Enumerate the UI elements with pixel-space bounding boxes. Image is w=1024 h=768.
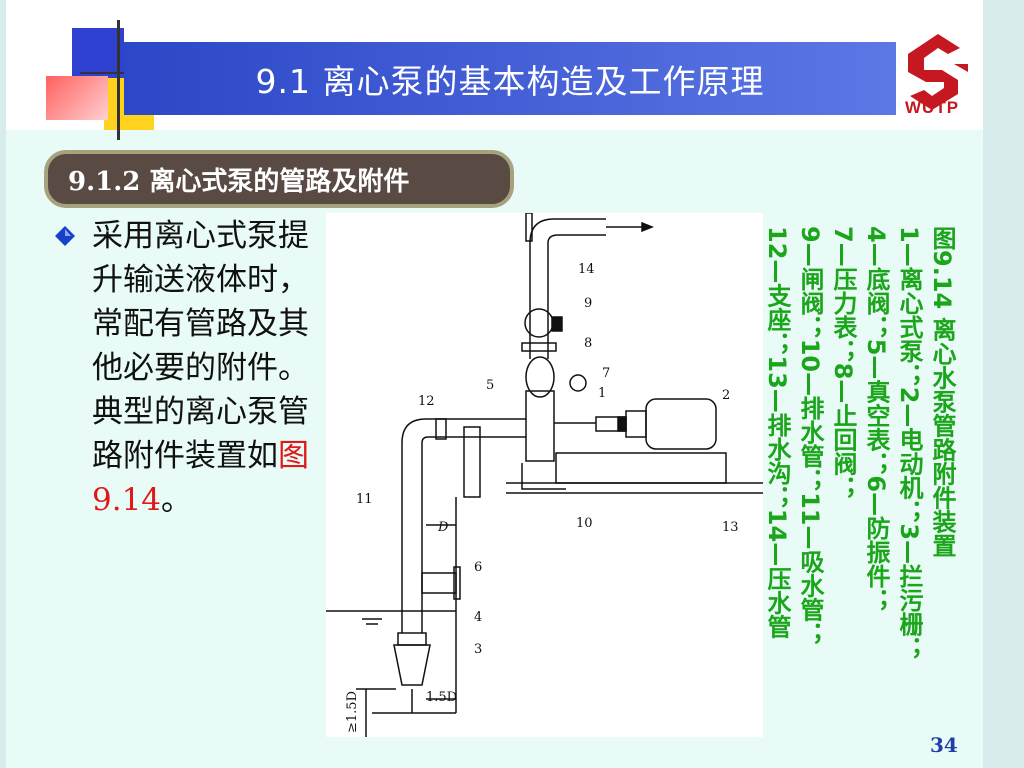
page-title: 9.1 离心泵的基本构造及工作原理	[255, 61, 765, 101]
logo-text: WUTP	[905, 98, 960, 117]
wutp-logo-icon	[908, 34, 968, 110]
diagram-label-15d: 1.5D	[426, 690, 457, 705]
section-heading: 9.1.2 离心式泵的管路及附件	[44, 150, 514, 208]
diagram-label-7: 7	[602, 366, 610, 381]
section-title: 9.1.2 离心式泵的管路及附件	[68, 166, 410, 197]
pump-diagram-drawing: 14 9 8 7 5 1 2 12 11 D 6 4 3 10 13 1.5D …	[326, 212, 763, 737]
pump-diagram: 14 9 8 7 5 1 2 12 11 D 6 4 3 10 13 1.5D …	[326, 212, 763, 737]
figure-reference-link[interactable]: 图9.14	[92, 438, 309, 518]
diagram-label-d: D	[437, 520, 449, 535]
diagram-label-1: 1	[598, 386, 606, 401]
page-number: 34	[930, 733, 958, 757]
right-margin	[983, 0, 1024, 768]
caption-line-3: 4—底阀；5—真空表；6—防振件；	[862, 226, 890, 613]
figure-caption: 图9.14 离心水泵管路附件装置 1—离心式泵；2—电动机；3—拦污栅； 4—底…	[760, 226, 958, 706]
diagram-label-13: 13	[722, 520, 739, 535]
decor-horizontal-line	[80, 72, 160, 74]
diagram-label-4: 4	[474, 610, 482, 625]
diagram-label-5: 5	[486, 378, 494, 393]
body-text-main: 采用离心式泵提升输送液体时，常配有管路及其他必要的附件。典型的离心泵管路附件装置…	[92, 218, 309, 474]
diagram-label-12: 12	[418, 394, 435, 409]
diagram-label-8: 8	[584, 336, 592, 351]
diamond-bullet-icon	[55, 226, 75, 246]
caption-line-5: 9—闸阀；10—排水管；11—吸水管；	[796, 226, 824, 646]
diagram-label-14: 14	[578, 262, 595, 277]
decor-pink-square	[46, 76, 108, 120]
diagram-label-9: 9	[584, 296, 592, 311]
diagram-label-ge15d: ≥1.5D	[345, 691, 360, 733]
title-bar: 9.1 离心泵的基本构造及工作原理	[124, 42, 896, 115]
caption-line-2: 1—离心式泵；2—电动机；3—拦污栅；	[895, 226, 923, 661]
decor-yellow-square	[72, 28, 124, 80]
body-text-end: 。	[161, 482, 193, 518]
caption-line-1: 图9.14 离心水泵管路附件装置	[928, 226, 956, 558]
caption-line-4: 7—压力表；8—止回阀；	[829, 226, 857, 500]
diagram-label-2: 2	[722, 388, 730, 403]
diagram-label-10: 10	[576, 516, 593, 531]
diagram-label-11: 11	[356, 492, 373, 507]
diagram-label-3: 3	[474, 642, 482, 657]
diagram-label-6: 6	[474, 560, 482, 575]
body-paragraph: 采用离心式泵提升输送液体时，常配有管路及其他必要的附件。典型的离心泵管路附件装置…	[92, 214, 320, 522]
caption-line-6: 12—支座；13—排水沟；14—压水管	[763, 226, 791, 639]
decor-vertical-line	[117, 20, 120, 140]
